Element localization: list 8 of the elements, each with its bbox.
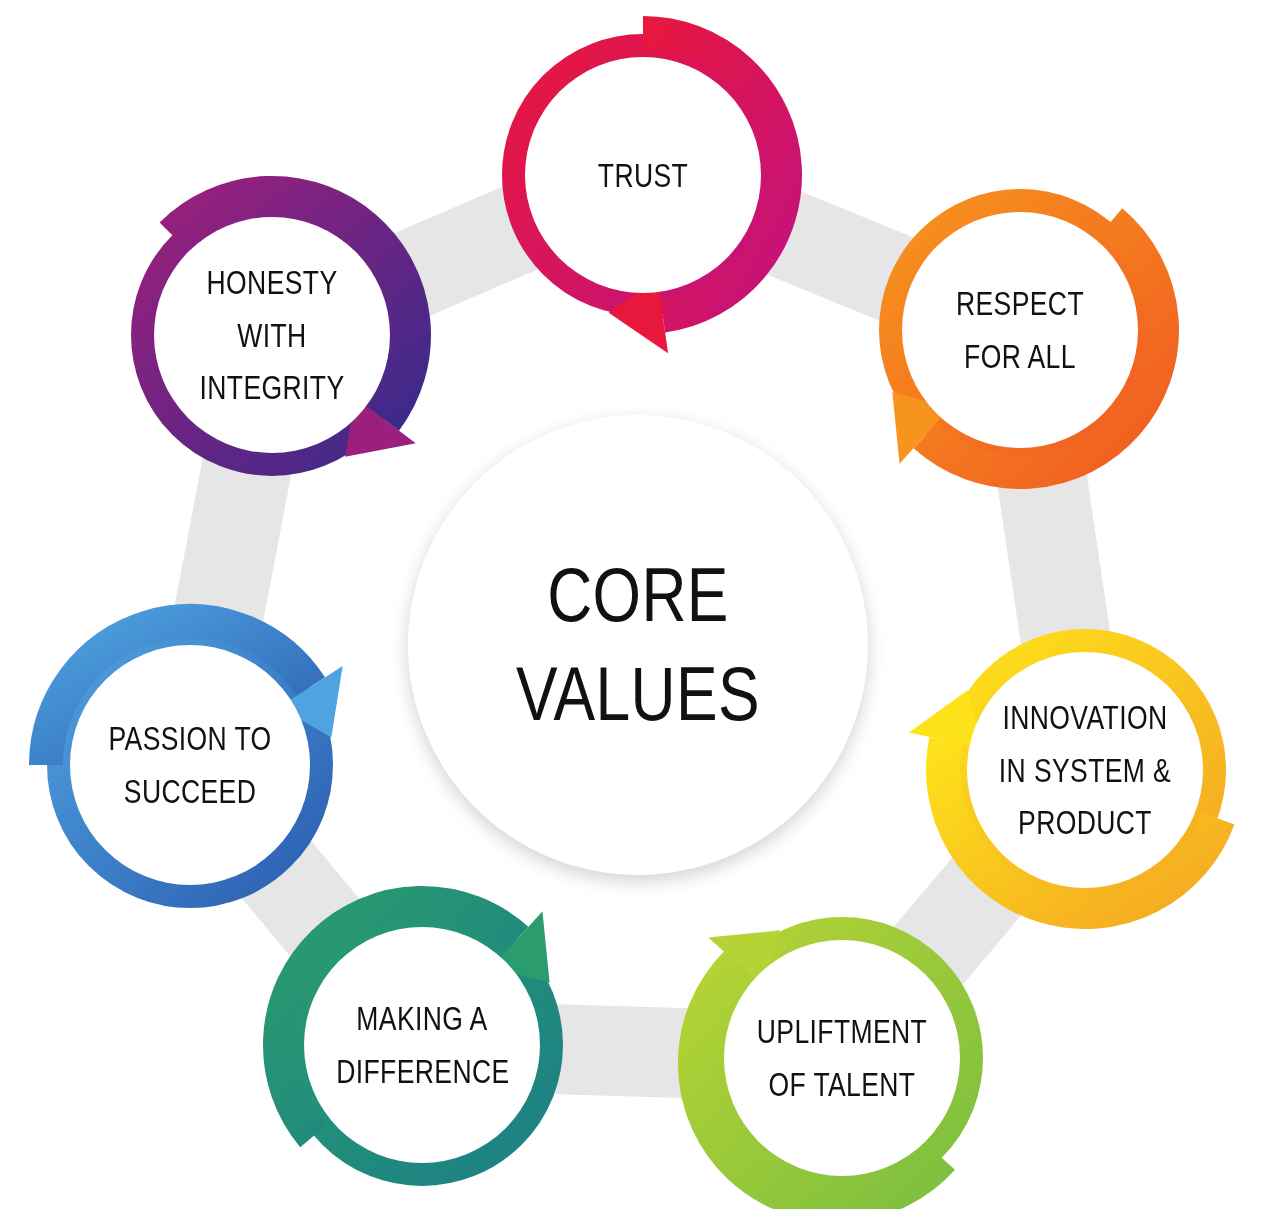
value-label: MAKING A DIFFERENCE: [336, 998, 508, 1092]
value-label: INNOVATION IN SYSTEM & PRODUCT: [997, 696, 1173, 844]
value-label: HONESTY WITH INTEGRITY: [198, 261, 346, 409]
value-label: PASSION TO SUCCEED: [107, 718, 273, 812]
value-label: RESPECT FOR ALL: [955, 283, 1085, 377]
center-title: CORE VALUES: [515, 551, 761, 738]
value-label: TRUST: [596, 154, 690, 196]
value-label: UPLIFTMENT OF TALENT: [756, 1011, 928, 1105]
